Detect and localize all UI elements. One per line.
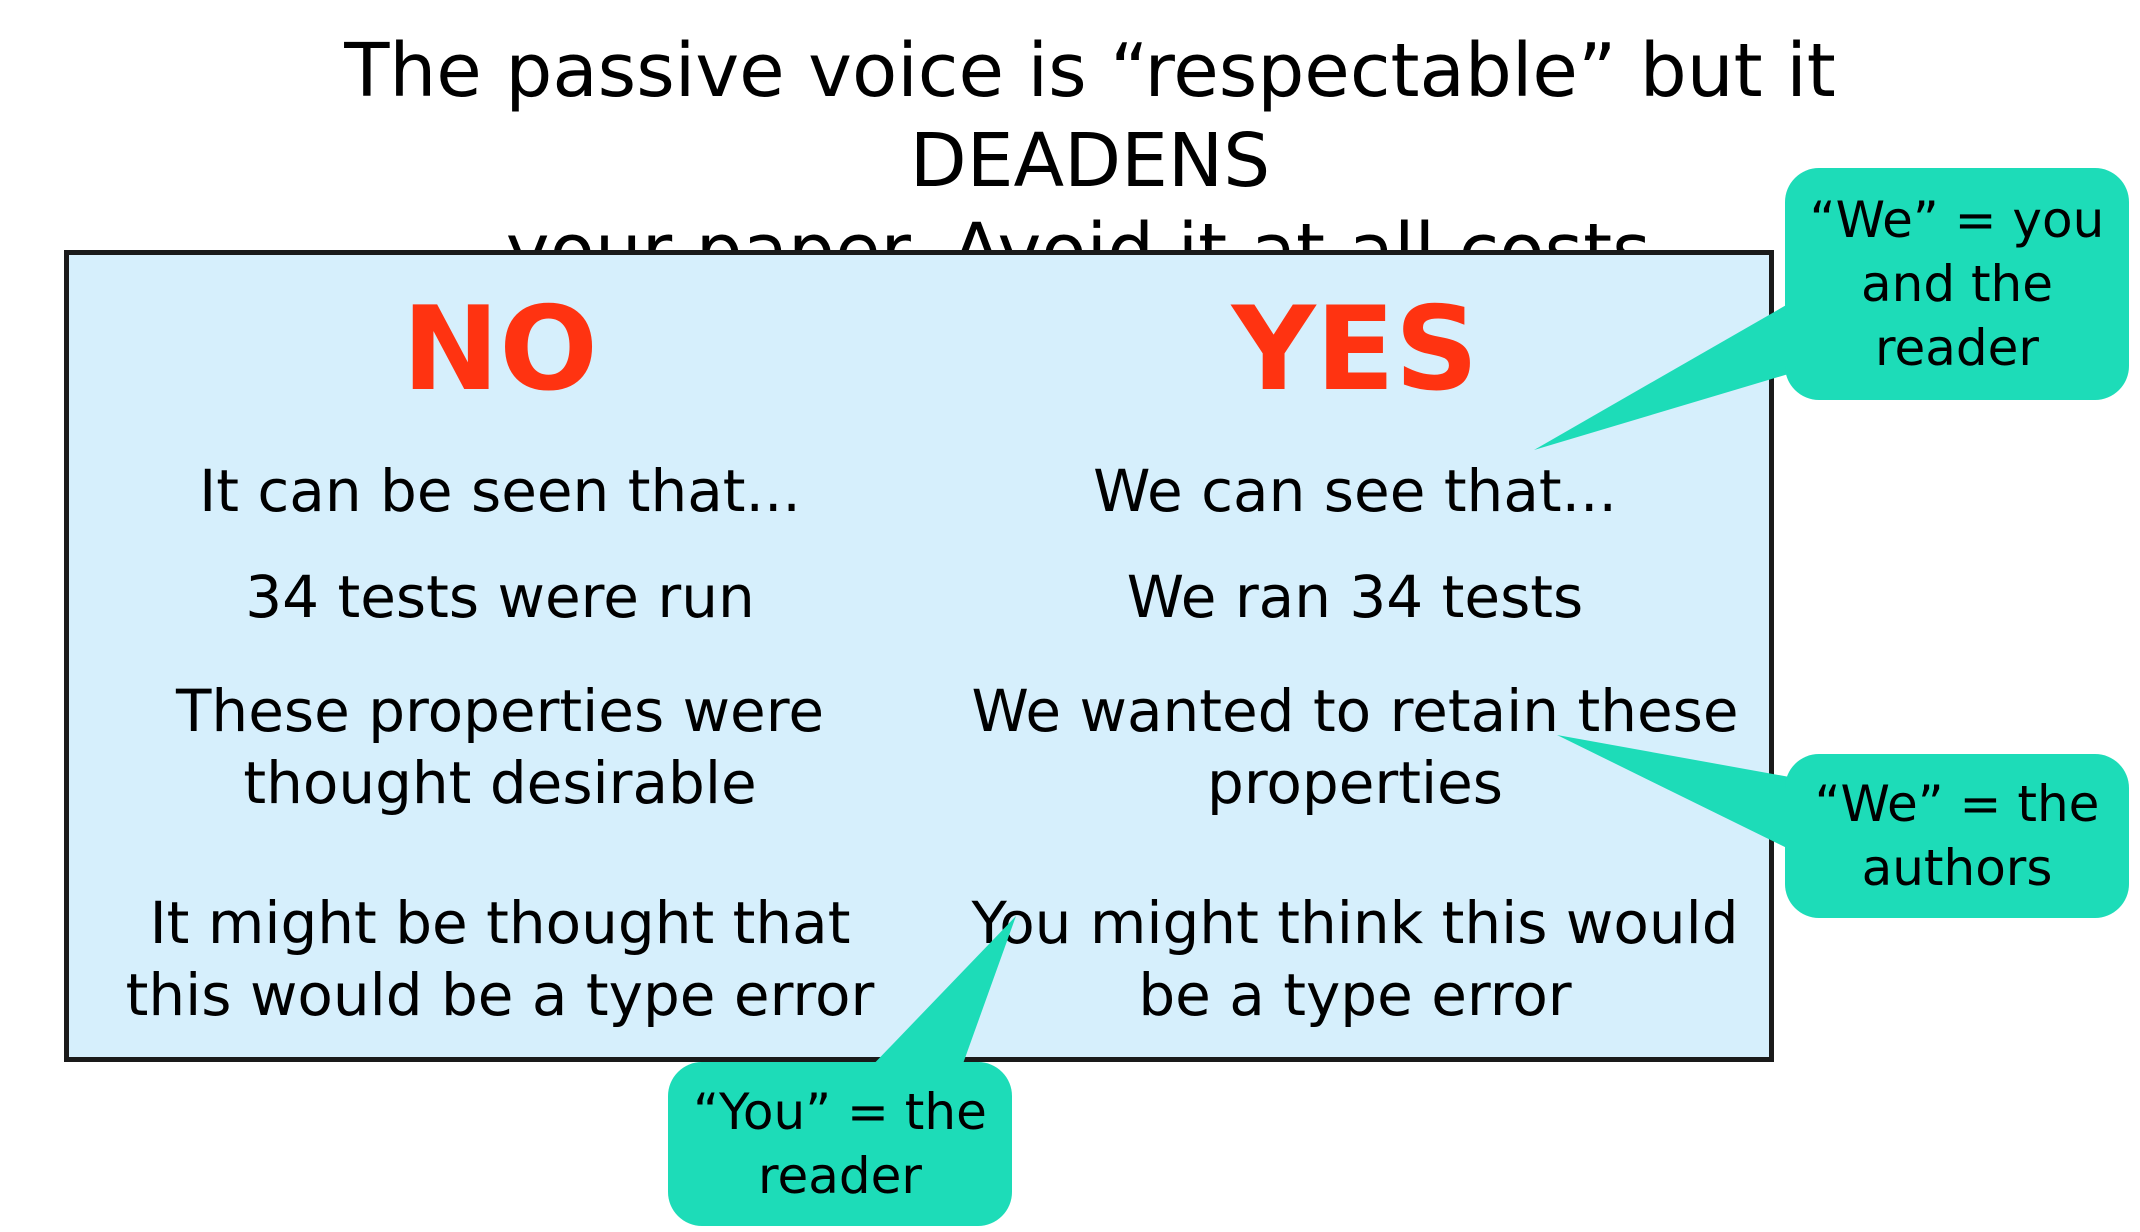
no-heading: NO: [402, 282, 598, 417]
callout-pointer-we-you: [1534, 300, 1795, 450]
callout-you-reader: “You” = the reader: [668, 1062, 1012, 1226]
no-example-1-line-1: It can be seen that...: [199, 457, 801, 525]
no-example-3-line-1: These properties were: [176, 677, 824, 745]
yes-example-4-line-1: You might think this would: [971, 889, 1739, 957]
no-example-4-line-1: It might be thought that: [149, 889, 851, 957]
no-example-1: It can be seen that...: [75, 455, 925, 527]
callout-we-authors-line-2: authors: [1861, 839, 2053, 897]
yes-column: YES We can see that... We ran 34 tests W…: [935, 255, 1775, 1057]
no-column: NO It can be seen that... 34 tests were …: [75, 255, 925, 1057]
callout-we-authors: “We” = the authors: [1785, 754, 2129, 918]
yes-example-2-line-1: We ran 34 tests: [1126, 563, 1584, 631]
callout-we-you-line-1: “We” = you: [1809, 191, 2105, 249]
yes-example-1-line-1: We can see that...: [1093, 457, 1617, 525]
yes-example-4-line-2: be a type error: [1138, 961, 1572, 1029]
no-example-3-line-2: thought desirable: [243, 749, 757, 817]
callout-you-reader-line-2: reader: [758, 1147, 922, 1205]
no-example-4-line-2: this would be a type error: [125, 961, 875, 1029]
callout-we-you-line-2: and the: [1860, 255, 2054, 313]
yes-example-3: We wanted to retain these properties: [935, 675, 1775, 819]
yes-example-2: We ran 34 tests: [935, 561, 1775, 633]
callout-we-authors-line-1: “We” = the: [1814, 775, 2100, 833]
no-example-3: These properties were thought desirable: [75, 675, 925, 819]
comparison-panel: NO It can be seen that... 34 tests were …: [64, 250, 1774, 1062]
yes-example-1: We can see that...: [935, 455, 1775, 527]
yes-example-4: You might think this would be a type err…: [935, 887, 1775, 1031]
callout-we-you-line-3: reader: [1875, 319, 2039, 377]
callout-we-you-and-reader: “We” = you and the reader: [1785, 168, 2129, 400]
callout-pointer-we-authors: [1557, 735, 1795, 852]
callout-you-reader-line-1: “You” = the: [693, 1083, 987, 1141]
callout-pointer-you-reader: [866, 916, 1016, 1072]
slide-title-line-1: The passive voice is “respectable” but i…: [344, 28, 1836, 204]
yes-example-3-line-2: properties: [1207, 749, 1503, 817]
yes-example-3-line-1: We wanted to retain these: [971, 677, 1739, 745]
no-example-2: 34 tests were run: [75, 561, 925, 633]
yes-heading: YES: [1231, 282, 1479, 417]
no-example-4: It might be thought that this would be a…: [75, 887, 925, 1031]
no-example-2-line-1: 34 tests were run: [245, 563, 755, 631]
